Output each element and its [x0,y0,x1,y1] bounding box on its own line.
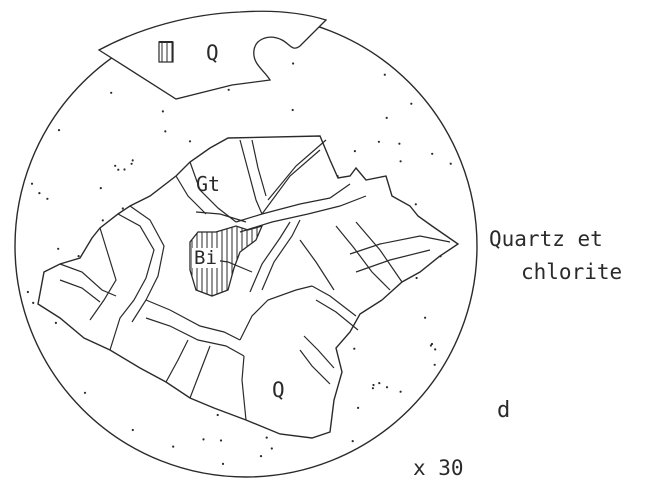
stipple-dot [292,62,294,64]
stipple-dot [434,348,436,350]
stipple-dot [220,439,222,441]
stipple-dot [398,143,400,145]
stipple-dot [450,163,452,165]
stipple-dot [431,153,433,155]
stipple-dot [55,322,57,324]
stipple-dot [164,130,166,132]
label-quartz-top: Q [206,41,219,65]
stipple-dot [172,446,174,448]
stipple-dot [400,391,402,393]
stipple-dot [102,219,104,221]
stipple-dot [410,103,412,105]
garnet-aggregate-outline [38,136,458,438]
hatched-mineral-top [159,42,173,62]
stipple-dot [202,438,204,440]
stipple-dot [415,203,417,205]
label-biotite: Bi [194,247,217,269]
stipple-dot [114,165,116,167]
label-magnification: x 30 [413,456,464,480]
stipple-dot [372,384,374,386]
label-quartz-chlorite-1: Quartz et [489,227,603,251]
stipple-dot [132,429,134,431]
stipple-dot [354,150,356,152]
stipple-dot [46,198,48,200]
stipple-dot [84,392,86,394]
label-panel-letter: d [497,398,510,423]
stipple-dot [434,364,436,366]
stipple-dot [38,192,40,194]
stipple-dot [123,168,125,170]
stipple-dot [260,455,262,457]
stipple-dot [266,437,268,439]
stipple-dot [110,92,112,94]
stipple-dot [384,74,386,76]
label-garnet: Gt [196,172,220,196]
stipple-dot [271,447,273,449]
stipple-dot [32,302,34,304]
stipple-dot [189,140,191,142]
stipple-dot [431,343,433,345]
stipple-dot [132,159,134,161]
stipple-dot [424,317,426,319]
stipple-dot [292,109,294,111]
stipple-dot [378,141,380,143]
stipple-dot [378,382,380,384]
stipple-dot [31,183,33,185]
stipple-dot [131,163,133,165]
stipple-dot [386,386,388,388]
stipple-dot [357,407,359,409]
stipple-dot [117,169,119,171]
stipple-dot [228,89,230,91]
stipple-dot [58,129,60,131]
stipple-dot [162,110,164,112]
stipple-dot [352,440,354,442]
label-quartz-bottom: Q [272,378,285,402]
stipple-dot [27,291,29,293]
stipple-dot [353,348,355,350]
stipple-dot [100,187,102,189]
stipple-dot [57,248,59,250]
stipple-dot [400,160,402,162]
stipple-dot [222,463,224,465]
stipple-dot [78,255,80,257]
stipple-dot [386,117,388,119]
stipple-dot [122,207,124,209]
stipple-dot [372,387,374,389]
stipple-dot [217,414,219,416]
label-quartz-chlorite-2: chlorite [521,260,622,284]
stipple-dot [416,277,418,279]
